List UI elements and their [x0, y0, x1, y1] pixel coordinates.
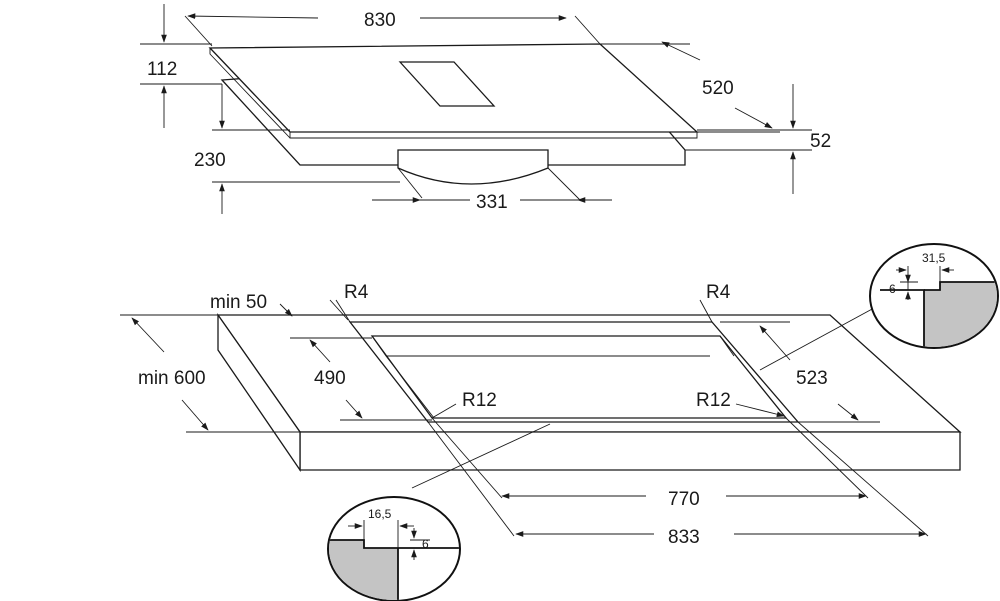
dim-outer-width: 833	[427, 421, 929, 548]
label-r4-left: R4	[335, 282, 369, 323]
dim-height-top: 112	[140, 4, 222, 128]
dim-total-height: 230	[194, 84, 400, 214]
dim-outer-depth-label: 523	[796, 368, 828, 389]
dim-min-front-label: min 50	[210, 292, 267, 313]
dim-width: 830	[184, 10, 601, 47]
dim-min-depth: min 600	[120, 314, 300, 433]
dim-width-label: 830	[364, 10, 396, 31]
detail-top-right-height: 6	[889, 282, 896, 296]
label-r12-left-text: R12	[462, 390, 497, 411]
dim-outer-width-label: 833	[668, 527, 700, 548]
dim-depth: 520	[600, 41, 780, 133]
detail-top-right-width: 31,5	[922, 251, 946, 265]
detail-bottom-left-width: 16,5	[368, 507, 392, 521]
hob-drawing	[208, 43, 699, 185]
label-r12-right: R12	[696, 390, 785, 417]
countertop-drawing	[216, 312, 962, 473]
dim-inner-depth-label: 490	[314, 368, 346, 389]
dim-total-height-label: 230	[194, 150, 226, 171]
label-r12-left: R12	[431, 390, 497, 419]
dim-depth-label: 520	[702, 78, 734, 99]
label-r12-right-text: R12	[696, 390, 731, 411]
countertop-side	[217, 312, 301, 473]
label-r4-right-text: R4	[706, 282, 731, 303]
dim-inner-width-label: 770	[668, 489, 700, 510]
dim-height-top-label: 112	[147, 59, 177, 80]
countertop-front	[299, 431, 961, 471]
dim-housing: 331	[372, 167, 612, 213]
dim-inner-depth: 490	[290, 337, 432, 421]
label-r4-left-text: R4	[344, 282, 369, 303]
hob-housing	[397, 149, 549, 185]
detail-bottom-left-height: 6	[422, 537, 429, 551]
dim-housing-label: 331	[476, 192, 508, 213]
dim-thickness: 52	[685, 84, 831, 194]
dim-inner-width: 770	[431, 417, 869, 510]
dim-outer-depth: 523	[720, 321, 880, 423]
dim-min-depth-label: min 600	[138, 368, 206, 389]
label-r4-right: R4	[699, 282, 731, 323]
hob-vent	[398, 61, 496, 107]
dim-min-front: min 50	[210, 292, 349, 321]
dim-thickness-label: 52	[810, 131, 831, 152]
